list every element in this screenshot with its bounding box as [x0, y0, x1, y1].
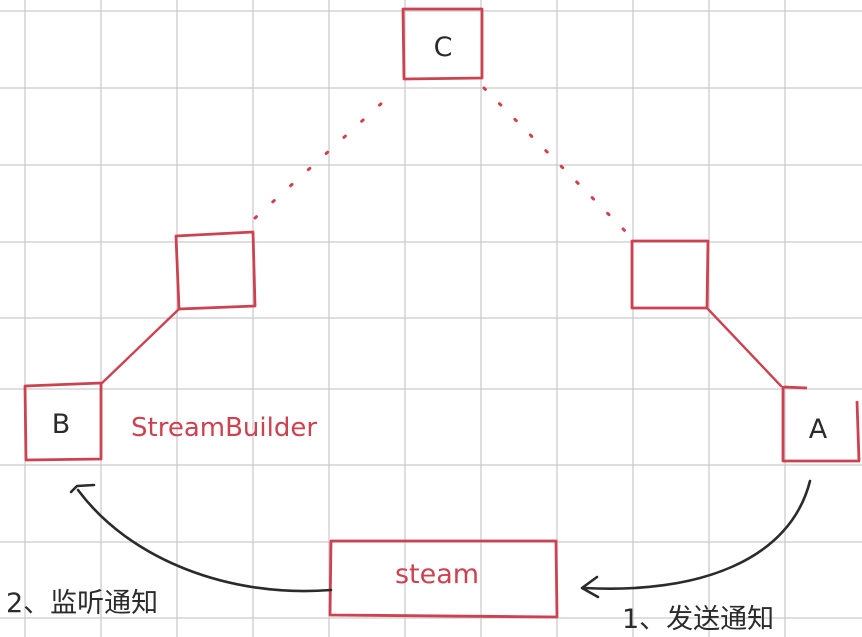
flow-arrows — [69, 479, 812, 599]
node-b-box — [23, 381, 103, 462]
right-intermediate-box — [630, 239, 710, 310]
stream-label: steam — [395, 559, 479, 590]
listen-step-label: 2、监听通知 — [6, 588, 158, 619]
node-c-box — [401, 7, 484, 81]
boxes — [23, 7, 861, 619]
send-arrow — [582, 479, 812, 590]
stream-builder-label: StreamBuilder — [131, 413, 317, 443]
send-step-label: 1、发送通知 — [622, 604, 774, 635]
left-intermediate-box — [174, 230, 257, 311]
node-a-label: A — [809, 414, 828, 445]
listen-arrow — [76, 488, 333, 593]
dotted-edge-left-to-c — [253, 90, 396, 220]
send-arrowhead — [580, 575, 600, 599]
connectors — [99, 86, 783, 388]
listen-arrowhead — [69, 483, 96, 494]
node-c-label: C — [434, 32, 453, 63]
edge-a-to-right-box — [705, 306, 783, 388]
dotted-edge-c-to-right — [482, 86, 634, 240]
edge-b-to-left-box — [99, 307, 181, 386]
node-b-label: B — [52, 409, 71, 440]
node-a-box — [781, 385, 861, 463]
